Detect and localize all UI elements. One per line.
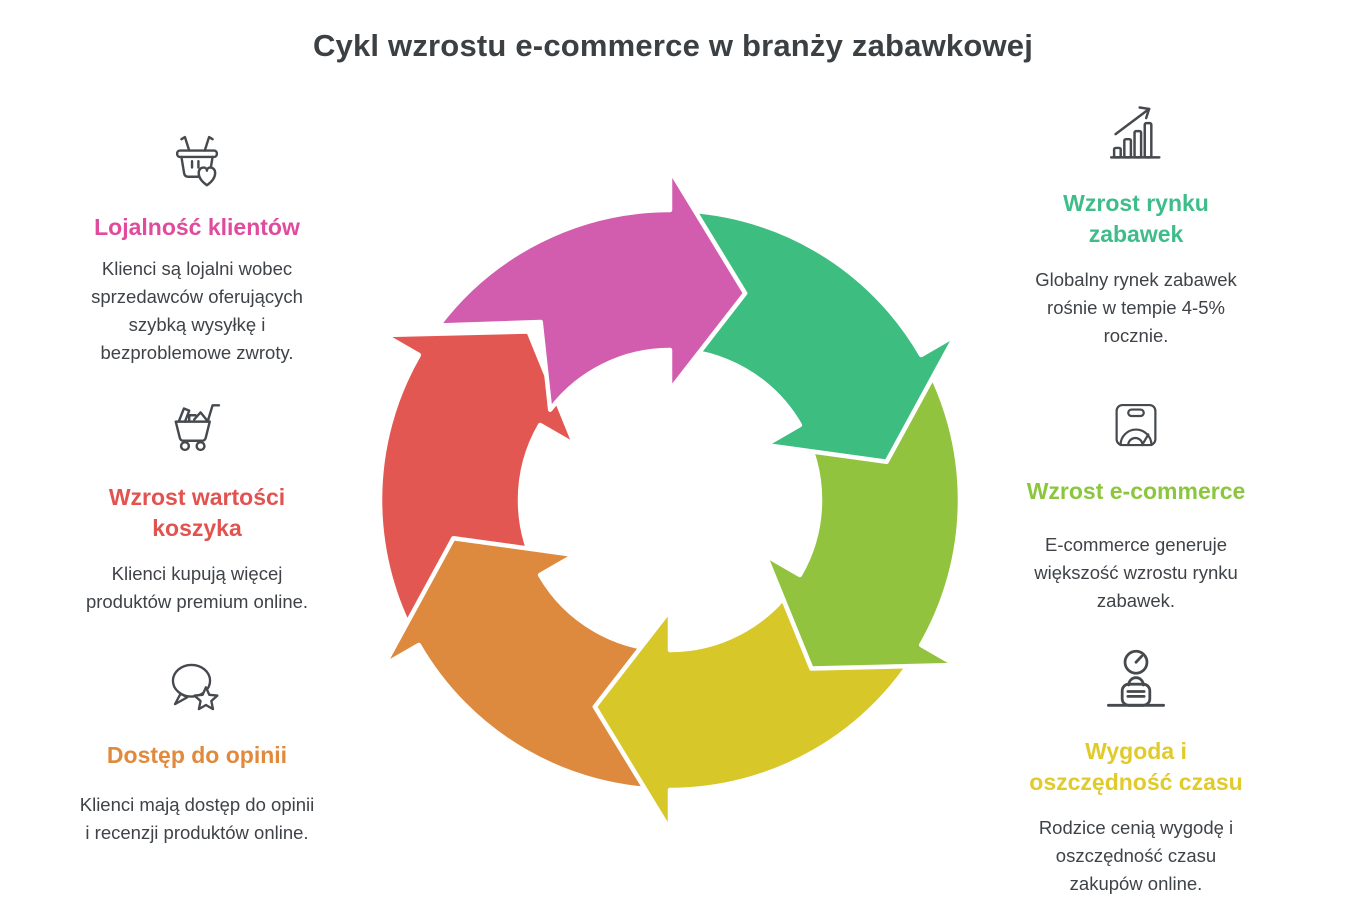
time-briefcase-icon	[1106, 649, 1166, 707]
feature-toy-market: Wzrost rynku zabawek Globalny rynek zaba…	[1003, 102, 1269, 350]
feature-loyalty: Lojalność klientów Klienci są lojalni wo…	[57, 130, 337, 367]
feature-body: E-commerce generuje większość wzrostu ry…	[1034, 534, 1238, 612]
feature-heading: Wzrost wartości koszyka	[108, 484, 286, 542]
feature-body: Rodzice cenią wygodę i oszczędność czasu…	[1038, 817, 1234, 895]
feature-ecommerce: Wzrost e-commerce E-commerce generuje wi…	[1003, 396, 1269, 615]
feature-body: Klienci są lojalni wobec sprzedawców ofe…	[91, 258, 303, 364]
feature-heading: Lojalność klientów	[94, 214, 300, 240]
page-title: Cykl wzrostu e-commerce w branży zabawko…	[312, 27, 1034, 63]
cycle-diagram	[377, 167, 963, 833]
cycle-arrow-toy-market-growth	[667, 207, 959, 465]
feature-convenience: Wygoda i oszczędność czasu Rodzice cenią…	[1003, 646, 1269, 898]
cycle-arrow-loyalty	[436, 167, 748, 412]
shopping-cart-icon	[174, 404, 221, 452]
feature-reviews: Dostęp do opinii Klienci mają dostęp do …	[57, 656, 337, 847]
feature-heading: Dostęp do opinii	[106, 742, 288, 768]
feature-heading: Wzrost e-commerce	[1026, 478, 1246, 504]
feature-body: Klienci kupują więcej produktów premium …	[85, 563, 309, 613]
feature-heading: Wzrost rynku zabawek	[1063, 190, 1209, 248]
feature-heading: Wygoda i oszczędność czasu	[1029, 738, 1243, 796]
feature-basket-value: Wzrost wartości koszyka Klienci kupują w…	[57, 394, 337, 616]
feature-body: Globalny rynek zabawek rośnie w tempie 4…	[1035, 269, 1237, 347]
basket-heart-icon	[175, 135, 219, 187]
bar-chart-arrow-icon	[1109, 106, 1161, 159]
speech-bubble-star-icon	[171, 663, 219, 711]
scale-icon	[1115, 403, 1157, 447]
cycle-arrow-access-to-reviews	[381, 535, 673, 793]
feature-body: Klienci mają dostęp do opinii i recenzji…	[79, 794, 315, 844]
